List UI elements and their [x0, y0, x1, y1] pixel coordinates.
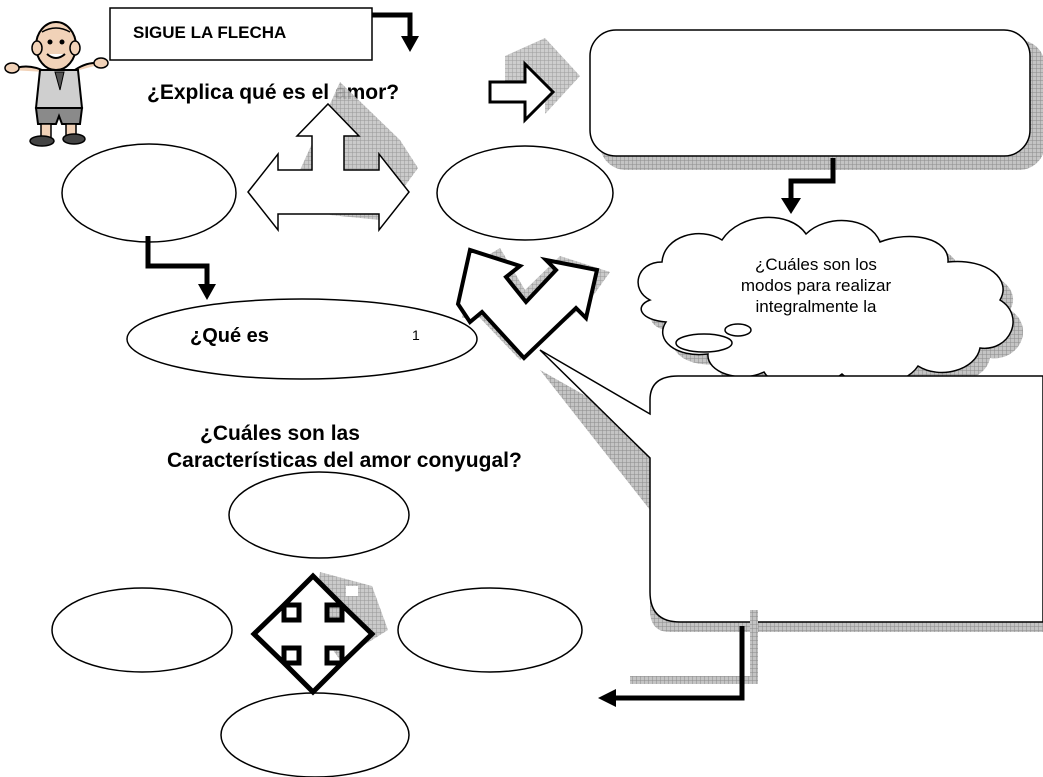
elbow-arrow-icon [781, 158, 836, 214]
oval-left-top [61, 143, 237, 243]
instruction-box: SIGUE LA FLECHA [109, 7, 373, 61]
elbow-arrow-icon [145, 236, 216, 300]
oval-char-bottom [220, 692, 410, 777]
characteristics-line1: ¿Cuáles son las [200, 422, 360, 445]
right-arrow-icon [488, 38, 580, 124]
characteristics-line2: Características del amor conyugal? [167, 449, 522, 472]
three-way-arrow-icon [247, 82, 418, 233]
oval-char-top [228, 471, 410, 559]
thought-cloud: ¿Cuáles son los modos para realizar inte… [637, 216, 1024, 397]
oval-char-left [51, 587, 233, 673]
cartoon-boy-icon [4, 21, 109, 147]
four-way-arrow-icon [250, 572, 388, 696]
oval-what-is: ¿Qué es 1 [126, 298, 478, 380]
double-arrow-icon [455, 247, 610, 361]
elbow-arrow-icon [372, 12, 419, 52]
cloud-text-line1: ¿Cuáles son los [755, 255, 877, 274]
what-is-text: ¿Qué es [190, 325, 269, 347]
cloud-text-line3: integralmente la [756, 297, 878, 316]
oval-middle-top [436, 145, 614, 241]
question-love: ¿Explica qué es el amor? [147, 81, 399, 104]
instruction-text: SIGUE LA FLECHA [133, 23, 286, 42]
svg-text:1: 1 [412, 327, 420, 343]
oval-char-right [397, 587, 583, 673]
cloud-text-line2: modos para realizar [741, 276, 892, 295]
answer-box-love [589, 29, 1043, 170]
elbow-arrow-icon [598, 610, 758, 707]
speech-bubble-box [539, 349, 1043, 632]
